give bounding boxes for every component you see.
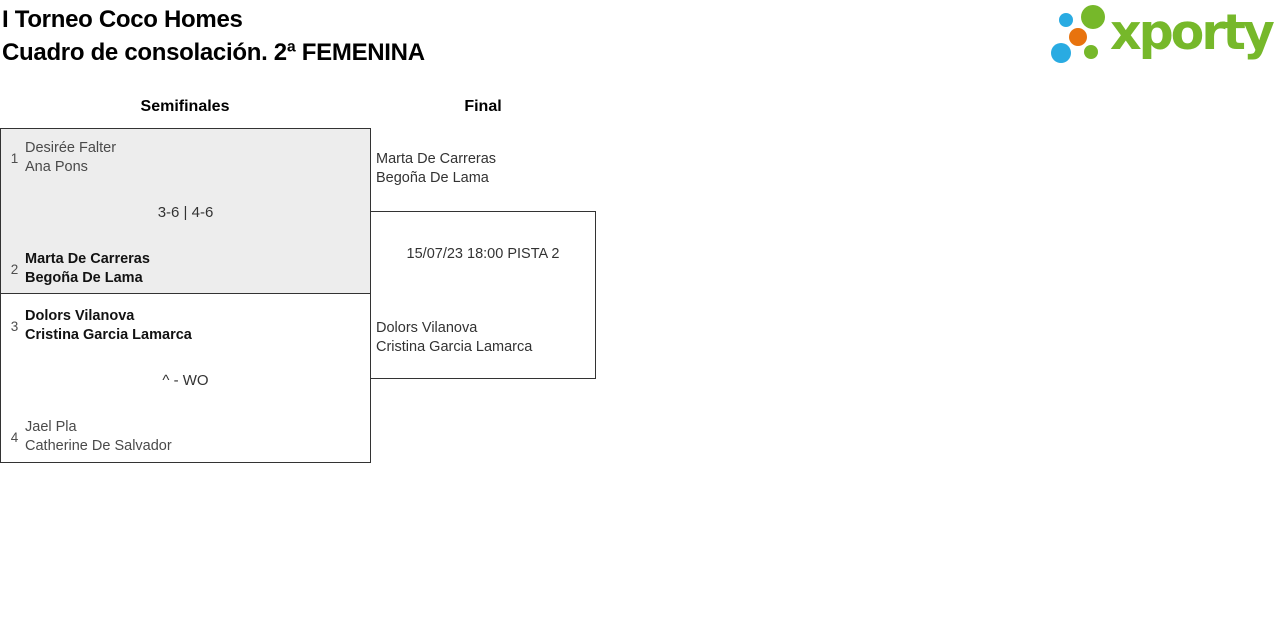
logo-dot-icon xyxy=(1051,43,1071,63)
seed-number: 4 xyxy=(10,429,19,445)
logo-wordmark: xporty xyxy=(1110,4,1275,61)
sf2-team-1: 3 Dolors Vilanova Cristina Garcia Lamarc… xyxy=(7,307,192,345)
match-score: 3-6 | 4-6 xyxy=(157,204,214,221)
seed-number: 1 xyxy=(10,150,19,166)
logo-dot-icon xyxy=(1059,13,1073,27)
player-name: Marta De Carreras xyxy=(376,151,497,167)
logo-dot-icon xyxy=(1084,45,1098,59)
sf1-team-2: 2 Marta De Carreras Begoña De Lama xyxy=(7,250,150,288)
sf2-team-2: 4 Jael Pla Catherine De Salvador xyxy=(7,418,172,456)
seed-number: 2 xyxy=(10,261,19,277)
round-header-final: Final xyxy=(464,98,502,115)
semifinal-2-match-box[interactable]: 3 Dolors Vilanova Cristina Garcia Lamarc… xyxy=(0,293,371,463)
player-name: Dolors Vilanova xyxy=(25,308,135,324)
final-team-2: Dolors Vilanova Cristina Garcia Lamarca xyxy=(376,319,532,357)
page-title-block: I Torneo Coco Homes Cuadro de consolació… xyxy=(2,3,425,69)
semifinal-1-match-box[interactable]: 1 Desirée Falter Ana Pons 3-6 | 4-6 2 Ma… xyxy=(0,128,371,294)
player-name: Marta De Carreras xyxy=(25,251,150,267)
round-header-semifinales: Semifinales xyxy=(140,98,230,115)
player-name: Cristina Garcia Lamarca xyxy=(376,339,533,355)
final-schedule: 15/07/23 18:00 PISTA 2 xyxy=(406,246,560,262)
final-match-box[interactable]: 15/07/23 18:00 PISTA 2 Dolors Vilanova C… xyxy=(370,211,596,379)
player-name: Jael Pla xyxy=(25,419,77,435)
tournament-title: I Torneo Coco Homes xyxy=(2,6,243,33)
player-name: Catherine De Salvador xyxy=(25,438,172,454)
xporty-logo[interactable]: xporty xyxy=(1048,0,1278,75)
player-name: Cristina Garcia Lamarca xyxy=(25,327,192,343)
player-name: Ana Pons xyxy=(25,159,88,175)
player-name: Desirée Falter xyxy=(25,140,117,156)
match-score: ^ - WO xyxy=(162,372,209,389)
bracket-subtitle: Cuadro de consolación. 2ª FEMENINA xyxy=(2,39,425,66)
sf1-team-1: 1 Desirée Falter Ana Pons xyxy=(7,139,116,177)
player-name: Dolors Vilanova xyxy=(376,320,478,336)
player-name: Begoña De Lama xyxy=(25,270,143,286)
logo-dot-icon xyxy=(1081,5,1105,29)
logo-dot-icon xyxy=(1069,28,1087,46)
player-name: Begoña De Lama xyxy=(376,170,489,186)
final-team-1: Marta De Carreras Begoña De Lama xyxy=(376,150,496,188)
seed-number: 3 xyxy=(10,318,19,334)
